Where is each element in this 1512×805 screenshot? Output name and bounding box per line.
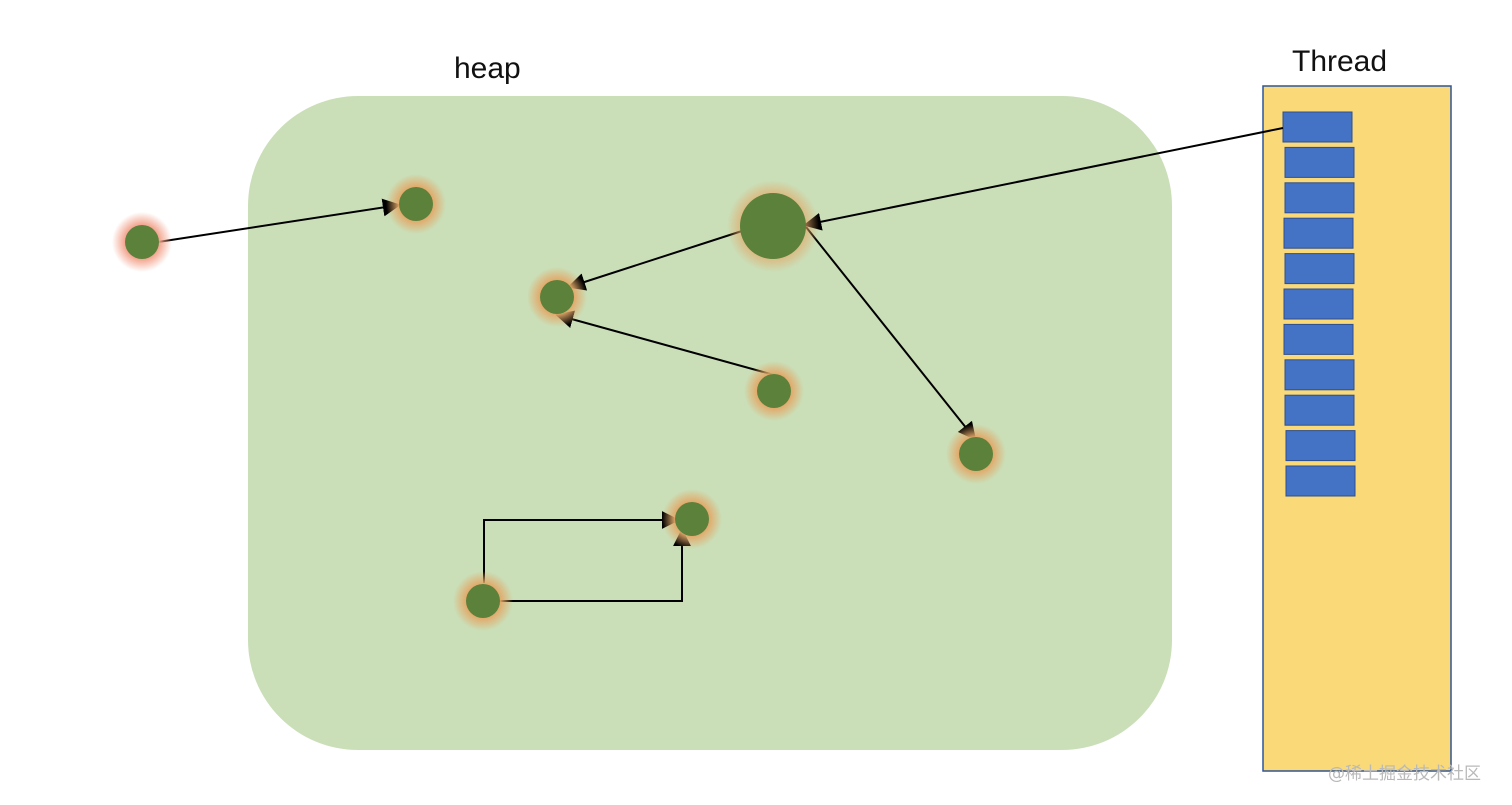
thread-slot bbox=[1285, 465, 1356, 497]
thread-slot bbox=[1284, 182, 1355, 214]
object-node bbox=[453, 571, 513, 631]
object-node bbox=[946, 424, 1006, 484]
reference-e-to-f bbox=[484, 528, 691, 602]
thread-slot bbox=[1284, 359, 1355, 391]
reference-root-to-d bbox=[805, 226, 977, 441]
reference-root-to-b bbox=[567, 230, 743, 291]
thread-slot bbox=[1283, 217, 1354, 249]
thread-slot bbox=[1282, 111, 1353, 143]
object-node bbox=[662, 489, 722, 549]
reference-f-to-e bbox=[483, 511, 680, 583]
thread-slot bbox=[1284, 146, 1355, 178]
object-node-root bbox=[727, 180, 819, 272]
thread-slot bbox=[1285, 430, 1356, 462]
references bbox=[157, 127, 1284, 602]
thread-slot bbox=[1284, 394, 1355, 426]
thread-slot bbox=[1283, 323, 1354, 355]
object-node bbox=[112, 212, 172, 272]
thread-slot bbox=[1284, 253, 1355, 285]
watermark: @稀土掘金技术社区 bbox=[1328, 764, 1481, 784]
object-node bbox=[386, 174, 446, 234]
heap-region bbox=[248, 96, 1172, 750]
reference-c-to-b bbox=[555, 310, 786, 379]
thread-slot bbox=[1283, 288, 1354, 320]
object-node bbox=[527, 267, 587, 327]
reference-thread-to-root bbox=[803, 127, 1284, 231]
objects bbox=[112, 174, 1006, 631]
object-node bbox=[744, 361, 804, 421]
thread-label: Thread bbox=[1292, 45, 1387, 78]
reference-outside-to-a bbox=[157, 198, 401, 243]
thread-slots bbox=[1282, 111, 1356, 497]
heap-label: heap bbox=[454, 52, 521, 85]
